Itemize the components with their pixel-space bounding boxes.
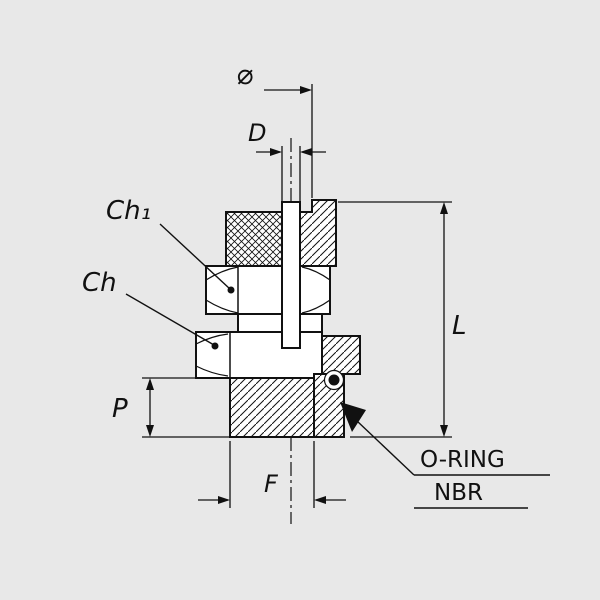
upper-hex-chamfer-arc (301, 299, 331, 314)
lower-hex-chamfer-arc (195, 365, 229, 377)
l-arrowhead-bottom (440, 425, 448, 437)
dimension-l: L (338, 201, 467, 438)
f-label: F (264, 470, 279, 498)
ch1-leader-line (159, 223, 231, 290)
fitting-body (195, 199, 361, 438)
p-arrowhead-top (146, 378, 154, 390)
oring-leader-line (356, 420, 415, 476)
ch1-label: Ch₁ (106, 196, 151, 226)
leader-ch: Ch (82, 268, 219, 350)
l-arrowhead-top (440, 202, 448, 214)
d-label: D (248, 119, 266, 147)
ch-leader-dot (211, 342, 219, 350)
p-arrowhead-bottom (146, 425, 154, 437)
d-arrowhead-right (300, 148, 312, 156)
neck (237, 313, 323, 333)
dimension-f: F (198, 441, 346, 508)
oring-text-line2: NBR (434, 480, 483, 506)
f-arrowhead-left (218, 496, 230, 504)
oring-pointer-triangle (340, 402, 366, 432)
center-stem (281, 201, 301, 349)
diameter-label: ⌀ (236, 58, 253, 91)
lower-hex-chamfer-arc (195, 333, 229, 345)
f-arrowhead-right (314, 496, 326, 504)
leader-ch1: Ch₁ (106, 196, 235, 294)
oring-callout: O-RING NBR (340, 402, 550, 509)
lower-hex-nut (195, 331, 323, 379)
upper-hex-chamfer-arc (205, 266, 239, 281)
upper-right-body-section (299, 199, 337, 267)
o-ring-dot (328, 374, 340, 386)
diameter-arrowhead (300, 86, 312, 94)
upper-hex-chamfer-arc (205, 299, 239, 314)
ch-label: Ch (82, 268, 117, 298)
ch-leader-line (125, 293, 215, 346)
knurled-cap (225, 211, 283, 267)
upper-hex-nut (205, 265, 331, 315)
upper-hex-chamfer-arc (301, 266, 331, 281)
oring-text-line1: O-RING (420, 447, 505, 473)
dimension-p: P (112, 377, 230, 438)
side-flange-section (321, 335, 361, 375)
threaded-stud-section (229, 377, 315, 438)
l-label: L (452, 311, 467, 341)
dimension-d: D (248, 119, 326, 208)
d-arrowhead-left (270, 148, 282, 156)
p-label: P (112, 394, 128, 424)
ch1-leader-dot (227, 286, 235, 294)
dimension-diameter: ⌀ (236, 58, 313, 198)
